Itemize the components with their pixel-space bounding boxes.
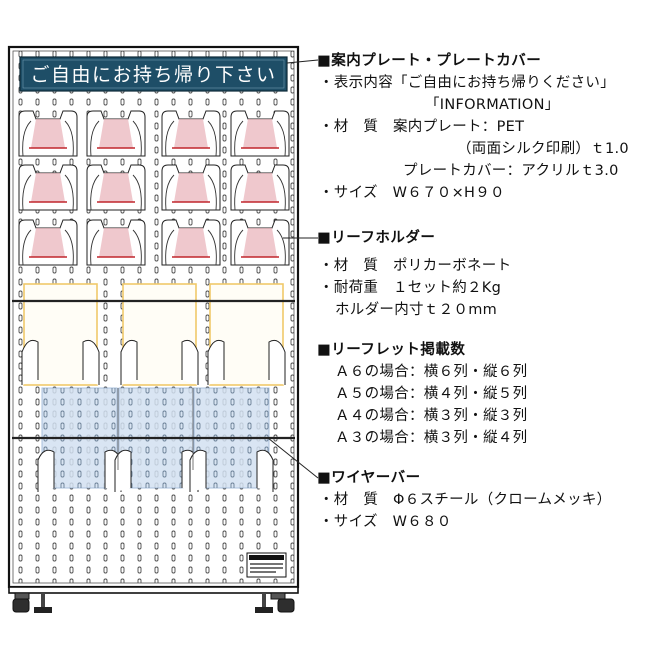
leader-lines (267, 59, 319, 479)
capacity-line-3: Ａ４の場合：横３列・縦３列 (335, 408, 528, 424)
caster-wheel-icon (12, 592, 295, 613)
holder-side-left (90, 120, 100, 157)
holder-clip-left (120, 339, 138, 385)
holder-clip-left (114, 449, 132, 492)
a4-leaf-holders (21, 283, 286, 386)
a4-holder (21, 283, 100, 386)
holder-spec: ■リーフホルダー ・材 質 ポリカーボネート ・耐荷重 １セット約２Kg ホルダ… (317, 227, 511, 321)
holder-side-left (90, 229, 100, 266)
holder-side-left (165, 174, 175, 211)
a6-holder (18, 219, 78, 266)
a3-holder (189, 387, 274, 492)
holder-clip-right (256, 449, 274, 492)
holder-side-right (64, 174, 74, 211)
holder-side-left (22, 174, 32, 211)
a6-holder (18, 110, 78, 157)
warning-label-icon (246, 552, 287, 578)
plate-line-4: （両面シルク印刷）ｔ1.0 (457, 141, 629, 157)
holder-side-left (90, 174, 100, 211)
holder-side-left (165, 229, 175, 266)
leaflet-a6 (31, 228, 65, 257)
capacity-line-1: Ａ６の場合：横６列・縦６列 (335, 364, 528, 380)
holder-clip-left (37, 449, 55, 492)
holder-clip-left (207, 339, 225, 385)
holder-clip-left (189, 449, 207, 492)
a6-holder (161, 110, 221, 157)
leaflet-a6 (31, 173, 65, 202)
leaflet-a6 (99, 119, 133, 148)
a6-holder (230, 219, 290, 266)
holder-side-right (276, 120, 286, 157)
leaflet-a6 (31, 119, 65, 148)
leaflet-a6 (243, 173, 277, 202)
wire-line-2: ・サイズ W６８０ (319, 514, 452, 530)
capacity-line-2: Ａ５の場合：横４列・縦５列 (335, 386, 528, 402)
leaflet-a6 (99, 173, 133, 202)
plate-line-3: ・材 質 案内プレート：PET (319, 119, 525, 135)
holder-side-right (207, 120, 217, 157)
a6-leaf-holders (18, 110, 290, 266)
leaflet-a6 (243, 228, 277, 257)
holder-side-left (234, 120, 244, 157)
sign-text: ご自由にお持ち帰り下さい (30, 64, 276, 86)
holder-side-right (132, 229, 142, 266)
holder-heading: ■リーフホルダー (317, 230, 436, 246)
holder-clip-right (82, 339, 100, 385)
wire-bars (12, 299, 295, 440)
wire-spec: ■ワイヤーバー ・材 質 Φ６スチール（クロームメッキ） ・サイズ W６８０ (317, 467, 611, 533)
leaflet-a6 (243, 119, 277, 148)
holder-side-right (64, 120, 74, 157)
holder-side-left (234, 174, 244, 211)
plate-line-1: ・表示内容「ご自由にお持ち帰りください」 (319, 75, 615, 91)
holder-clip-right (268, 339, 286, 385)
a6-holder (230, 164, 290, 211)
holder-clip-left (21, 339, 39, 385)
a6-holder (161, 219, 221, 266)
leaflet-a6 (174, 228, 208, 257)
a6-holder (230, 110, 290, 157)
a3-holder (114, 387, 199, 492)
a3-leaf-holders (37, 387, 274, 492)
holder-side-left (22, 229, 32, 266)
holder-side-right (207, 229, 217, 266)
capacity-heading: ■リーフレット掲載数 (317, 342, 466, 358)
leaflet-a6 (174, 173, 208, 202)
plate-heading: ■案内プレート・プレートカバー (317, 53, 542, 69)
a4-holder (120, 283, 199, 386)
plate-line-5: プレートカバー：アクリルｔ3.0 (403, 163, 619, 179)
plate-line-6: ・サイズ W６７０×H９０ (319, 185, 505, 201)
leaflet-a6 (99, 228, 133, 257)
a6-holder (161, 164, 221, 211)
holder-side-left (234, 229, 244, 266)
a6-holder (18, 164, 78, 211)
holder-clip-right (181, 339, 199, 385)
a4-holder (207, 283, 286, 386)
wire-heading: ■ワイヤーバー (317, 470, 421, 486)
holder-side-right (276, 229, 286, 266)
holder-side-right (132, 120, 142, 157)
wire-line-1: ・材 質 Φ６スチール（クロームメッキ） (319, 492, 612, 508)
information-plate: ご自由にお持ち帰り下さい (19, 56, 288, 92)
holder-side-right (207, 174, 217, 211)
holder-line-3: ホルダー内寸ｔ２０mm (335, 302, 498, 318)
holder-line-2: ・耐荷重 １セット約２Kg (319, 280, 502, 296)
capacity-line-4: Ａ３の場合：横３列・縦４列 (335, 430, 528, 446)
a3-holder (37, 387, 122, 492)
holder-side-right (132, 174, 142, 211)
holder-side-left (22, 120, 32, 157)
holder-side-left (165, 120, 175, 157)
leveling-foot-icon (34, 593, 273, 613)
plate-spec: ■案内プレート・プレートカバー ・表示内容「ご自由にお持ち帰りください」 「IN… (317, 50, 629, 204)
holder-line-1: ・材 質 ポリカーボネート (319, 258, 512, 274)
a6-holder (86, 164, 146, 211)
plate-line-2: 「INFORMATION」 (425, 97, 560, 113)
holder-side-right (276, 174, 286, 211)
leaflet-a6 (174, 119, 208, 148)
a6-holder (86, 219, 146, 266)
holder-side-right (64, 229, 74, 266)
capacity-spec: ■リーフレット掲載数 Ａ６の場合：横６列・縦６列 Ａ５の場合：横４列・縦５列 Ａ… (317, 339, 527, 449)
base (8, 586, 299, 613)
a6-holder (86, 110, 146, 157)
